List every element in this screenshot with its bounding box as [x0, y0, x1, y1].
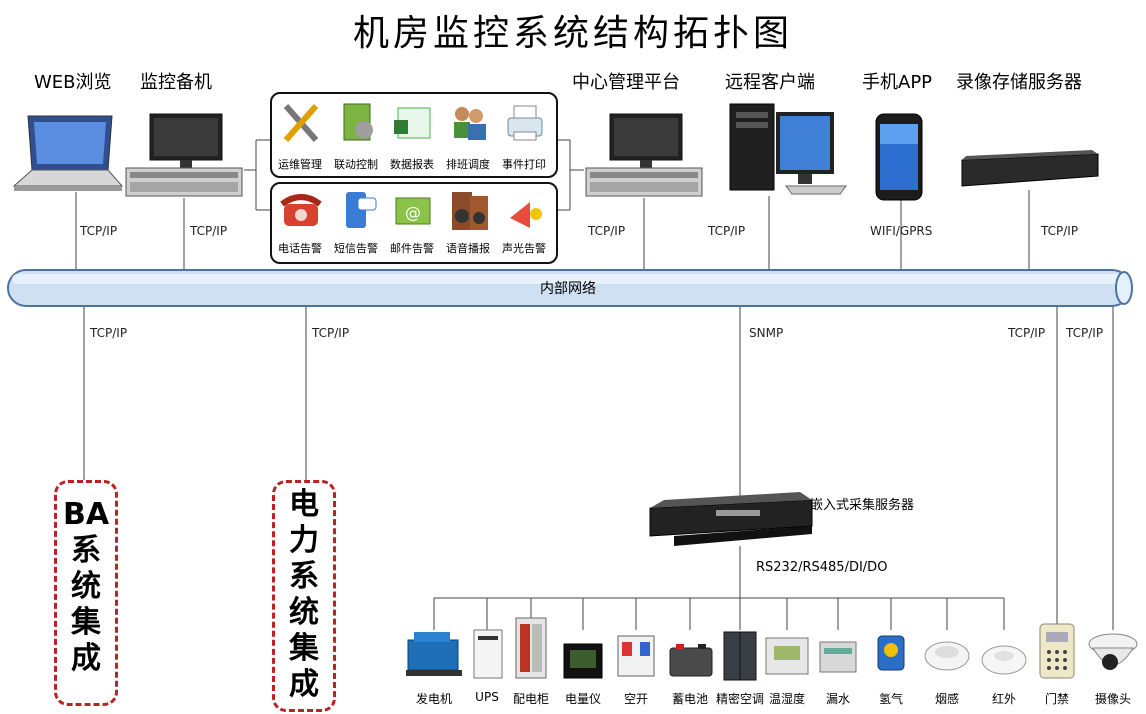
alarms-box: @ 电话告警 短信告警 邮件告警 语音播报 声光告警 [270, 182, 558, 264]
temp-humidity-icon [765, 637, 809, 675]
device-label: 空开 [623, 692, 648, 706]
protocol-mobile: WIFI/GPRS [870, 224, 933, 238]
hydrogen-sensor-icon [877, 635, 905, 671]
network-label: 内部网络 [540, 281, 596, 297]
device-label: 烟感 [934, 692, 959, 706]
internal-network-pipe [7, 269, 1133, 307]
embedded-collector-icon [649, 492, 813, 546]
scheduling-people-icon [444, 100, 494, 146]
infrared-sensor-icon [981, 645, 1027, 675]
generator-icon [406, 632, 462, 676]
smoke-detector-icon [924, 641, 970, 671]
email-icon: @ [388, 188, 438, 234]
function-label: 排班调度 [446, 158, 490, 171]
power-meter-icon [563, 643, 603, 679]
protocol-ba: TCP/IP [90, 326, 128, 340]
maintenance-tools-icon [276, 100, 326, 146]
ba-char: 系 [71, 533, 101, 568]
device-label: 电量仪 [564, 692, 601, 706]
device-label: 红外 [991, 692, 1016, 706]
water-leak-icon [819, 641, 857, 673]
alarm-label: 邮件告警 [390, 242, 434, 255]
power-char: 集 [289, 631, 319, 666]
desktop-computer-icon [729, 103, 847, 195]
sms-icon [332, 188, 382, 234]
collector-protocol: RS232/RS485/DI/DO [756, 560, 888, 575]
svg-text:@: @ [405, 203, 421, 222]
protocol-snmp: SNMP [749, 326, 784, 340]
laptop-icon [12, 115, 124, 191]
protocol-power: TCP/IP [312, 326, 350, 340]
protocol-central: TCP/IP [588, 224, 626, 238]
device-label: 发电机 [415, 692, 452, 706]
remote-client-label: 远程客户端 [725, 72, 815, 93]
device-label: 氢气 [878, 692, 903, 706]
central-platform-label: 中心管理平台 [572, 72, 680, 93]
siren-icon [500, 188, 550, 234]
breaker-icon [617, 635, 655, 677]
function-label: 联动控制 [334, 158, 378, 171]
function-label: 数据报表 [390, 158, 434, 171]
power-char: 统 [289, 595, 319, 630]
ba-char: 集 [71, 605, 101, 640]
protocol-remote: TCP/IP [708, 224, 746, 238]
battery-icon [669, 644, 713, 677]
distribution-cabinet-icon [515, 617, 547, 679]
data-report-icon [388, 100, 438, 146]
precision-ac-icon [723, 631, 757, 681]
collector-label: 嵌入式采集服务器 [810, 498, 915, 513]
nvr-server-icon [961, 150, 1099, 187]
power-char: 系 [289, 559, 319, 594]
alarm-label: 电话告警 [278, 242, 322, 255]
protocol-door: TCP/IP [1008, 326, 1046, 340]
central-platform-icon [585, 113, 703, 197]
ba-char: BA [62, 497, 110, 532]
ba-char: 统 [71, 569, 101, 604]
power-system-box: 电 力 系 统 集 成 [272, 480, 336, 712]
power-char: 成 [289, 667, 319, 702]
camera-icon [1088, 633, 1138, 670]
power-char: 电 [289, 487, 319, 522]
smartphone-icon [875, 113, 923, 201]
speaker-icon [444, 188, 494, 234]
linkage-control-icon [332, 100, 382, 146]
power-char: 力 [289, 523, 319, 558]
telephone-icon [276, 188, 326, 234]
protocol-web: TCP/IP [80, 224, 118, 238]
device-label: UPS [475, 690, 499, 704]
video-server-label: 录像存储服务器 [956, 72, 1082, 93]
protocol-camera: TCP/IP [1066, 326, 1104, 340]
device-label: 门禁 [1044, 692, 1069, 706]
device-label: 摄像头 [1094, 692, 1131, 706]
functions-box: 运维管理 联动控制 数据报表 排班调度 事件打印 [270, 92, 558, 178]
device-label: 蓄电池 [671, 692, 708, 706]
protocol-backup: TCP/IP [190, 224, 228, 238]
device-label: 漏水 [825, 692, 850, 706]
ba-system-box: BA 系 统 集 成 [54, 480, 118, 706]
device-label: 配电柜 [512, 692, 549, 706]
backup-host-icon [125, 113, 243, 197]
ups-icon [473, 629, 503, 679]
alarm-label: 短信告警 [334, 242, 378, 255]
access-control-icon [1039, 623, 1075, 679]
diagram-title: 机房监控系统结构拓扑图 [352, 13, 793, 54]
backup-host-label: 监控备机 [140, 72, 212, 93]
ba-char: 成 [71, 641, 101, 676]
function-label: 运维管理 [278, 158, 322, 171]
printer-icon [500, 100, 550, 146]
mobile-app-label: 手机APP [862, 72, 933, 93]
device-label: 精密空调 [715, 692, 764, 706]
alarm-label: 声光告警 [502, 242, 546, 255]
alarm-label: 语音播报 [446, 242, 490, 255]
web-browse-label: WEB浏览 [34, 72, 112, 93]
protocol-video: TCP/IP [1041, 224, 1079, 238]
function-label: 事件打印 [502, 158, 546, 171]
device-label: 温湿度 [768, 692, 805, 706]
